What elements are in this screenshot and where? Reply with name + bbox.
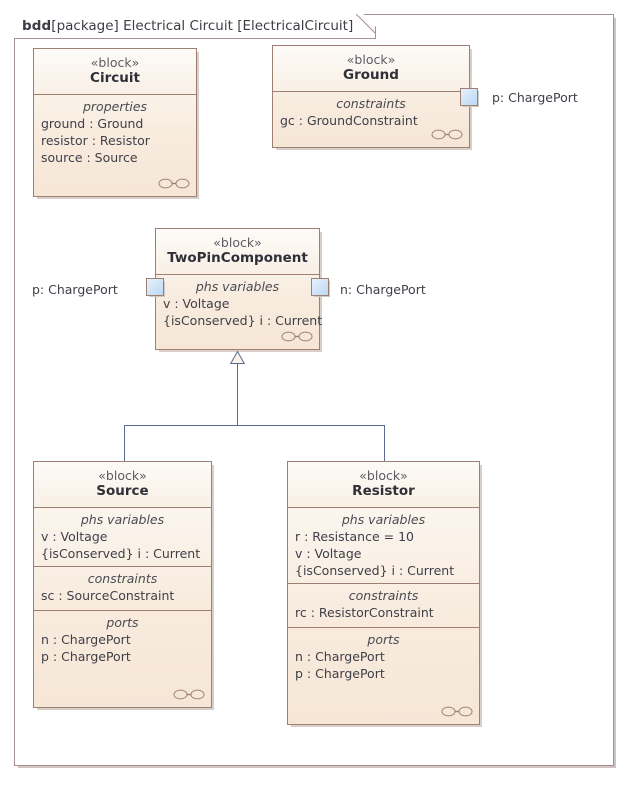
block-stereotype-icon	[281, 331, 313, 342]
block-resistor-compartment-phs-variables: phs variables r : Resistance = 10 v : Vo…	[288, 508, 479, 584]
generalization-branch-source	[124, 425, 125, 461]
compartment-item: p : ChargePort	[41, 649, 131, 664]
generalization-stem	[237, 363, 238, 425]
block-twopincomponent-compartment-phs-variables: phs variables v : Voltage {isConserved} …	[156, 275, 323, 348]
port-label-ground-p: p: ChargePort	[492, 90, 578, 105]
block-stereotype-icon	[173, 689, 205, 700]
port-ground-p[interactable]	[460, 88, 478, 106]
diagram-caption-label: [package] Electrical Circuit [Electrical…	[51, 18, 354, 34]
compartment-title: phs variables	[341, 512, 426, 527]
block-twopincomponent[interactable]: «block» TwoPinComponent phs variables v …	[155, 228, 323, 350]
block-circuit-name: Circuit	[90, 70, 140, 86]
block-resistor-header: «block» Resistor	[288, 462, 479, 508]
compartment-item: n : ChargePort	[41, 632, 131, 647]
compartment-item: r : Resistance = 10	[295, 529, 414, 544]
block-source-compartment-phs-variables: phs variables v : Voltage {isConserved} …	[34, 508, 211, 567]
block-source[interactable]: «block» Source phs variables v : Voltage…	[33, 461, 212, 708]
compartment-title: ports	[367, 632, 400, 647]
block-source-compartment-constraints: constraints sc : SourceConstraint	[34, 567, 211, 611]
compartment-item: rc : ResistorConstraint	[295, 605, 434, 620]
generalization-crossbar	[124, 425, 385, 426]
block-circuit[interactable]: «block» Circuit properties ground : Grou…	[33, 48, 197, 197]
block-stereotype-icon	[431, 129, 463, 140]
compartment-item: resistor : Resistor	[41, 133, 150, 148]
compartment-item: v : Voltage	[295, 546, 362, 561]
block-circuit-stereotype: «block»	[90, 55, 140, 70]
block-source-header: «block» Source	[34, 462, 211, 508]
compartment-item: p : ChargePort	[295, 666, 385, 681]
compartment-item: sc : SourceConstraint	[41, 588, 175, 603]
compartment-title: phs variables	[80, 512, 165, 527]
compartment-item: n : ChargePort	[295, 649, 385, 664]
block-ground-compartment-constraints: constraints gc : GroundConstraint	[273, 92, 469, 146]
compartment-item: source : Source	[41, 150, 138, 165]
compartment-title: constraints	[87, 571, 158, 586]
block-stereotype-icon	[441, 706, 473, 717]
block-ground[interactable]: «block» Ground constraints gc : GroundCo…	[272, 45, 470, 148]
block-source-stereotype: «block»	[98, 468, 147, 483]
block-resistor-stereotype: «block»	[359, 468, 408, 483]
compartment-item: v : Voltage	[41, 529, 108, 544]
block-source-name: Source	[96, 483, 149, 499]
compartment-title: ports	[106, 615, 139, 630]
diagram-frame-tab: bdd[package] Electrical Circuit [Electri…	[14, 14, 376, 39]
block-ground-header: «block» Ground	[273, 46, 469, 92]
block-circuit-compartment-properties: properties ground : Ground resistor : Re…	[34, 95, 196, 195]
port-label-twopincomponent-n: n: ChargePort	[340, 282, 426, 297]
block-twopincomponent-stereotype: «block»	[213, 235, 262, 250]
block-twopincomponent-header: «block» TwoPinComponent	[156, 229, 319, 275]
compartment-item: gc : GroundConstraint	[280, 113, 418, 128]
generalization-branch-resistor	[384, 425, 385, 461]
block-ground-name: Ground	[343, 67, 399, 83]
compartment-item: {isConserved} i : Current	[41, 546, 201, 561]
diagram-kind-label: bdd	[22, 18, 52, 34]
block-circuit-header: «block» Circuit	[34, 49, 196, 95]
port-twopincomponent-p[interactable]	[146, 278, 164, 296]
compartment-item: {isConserved} i : Current	[163, 313, 323, 328]
block-resistor-compartment-constraints: constraints rc : ResistorConstraint	[288, 584, 479, 628]
block-source-compartment-ports: ports n : ChargePort p : ChargePort	[34, 611, 211, 706]
block-resistor-name: Resistor	[352, 483, 415, 499]
compartment-item: v : Voltage	[163, 296, 230, 311]
block-twopincomponent-name: TwoPinComponent	[167, 250, 308, 266]
block-ground-stereotype: «block»	[346, 52, 396, 67]
compartment-title: constraints	[348, 588, 419, 603]
compartment-title: phs variables	[195, 279, 280, 294]
compartment-title: properties	[82, 99, 148, 114]
compartment-item: ground : Ground	[41, 116, 144, 131]
port-twopincomponent-n[interactable]	[311, 278, 329, 296]
compartment-title: constraints	[336, 96, 406, 111]
compartment-item: {isConserved} i : Current	[295, 563, 455, 578]
block-resistor[interactable]: «block» Resistor phs variables r : Resis…	[287, 461, 480, 725]
block-resistor-compartment-ports: ports n : ChargePort p : ChargePort	[288, 628, 479, 723]
port-label-twopincomponent-p: p: ChargePort	[32, 282, 118, 297]
block-stereotype-icon	[158, 178, 190, 189]
